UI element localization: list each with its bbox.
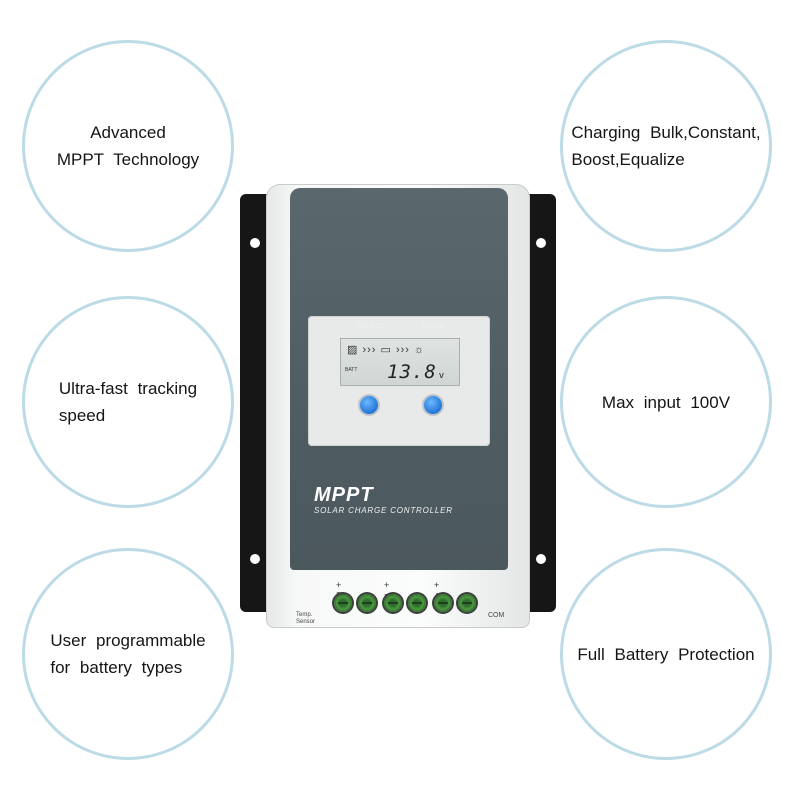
battery-negative-terminal[interactable] [408,594,426,612]
feature-battery-types: User programmable for battery types [22,548,234,760]
lcd-batt-label: BATT [345,367,358,373]
feature-advanced-mppt-line1: Advanced [90,123,166,142]
brand-subtitle: SOLAR CHARGE CONTROLLER [314,506,453,515]
feature-battery-protection-line1: Full Battery Protection [577,644,755,664]
feature-max-input-line1: Max input 100V [601,392,731,412]
battery-positive-terminal[interactable] [384,594,402,612]
pv-positive-terminal[interactable] [334,594,352,612]
feature-charging-stages-line2: Boost,Equalize [571,150,685,169]
feature-battery-protection: Full Battery Protection [560,548,772,760]
enter-button[interactable] [424,396,442,414]
enter-button-label: ENTER [422,324,445,330]
feature-tracking-speed-line2: speed [58,406,106,425]
lcd-status-icons: ▨ ››› ▭ ››› ☼ [347,344,426,356]
pv-negative-terminal[interactable] [358,594,376,612]
mounting-hole-icon [250,238,260,248]
load-positive-terminal[interactable] [434,594,452,612]
load-negative-terminal[interactable] [458,594,476,612]
feature-advanced-mppt: Advanced MPPT Technology [22,40,234,252]
feature-battery-types-line2: for battery types [50,658,183,677]
mounting-hole-icon [536,554,546,564]
feature-battery-types-line1: User programmable [50,631,206,650]
select-button-label: SELECT [358,324,385,330]
mounting-hole-icon [536,238,546,248]
temp-sensor-label-line1: Temp. [296,612,313,618]
brand-logo: MPPT [314,484,374,506]
lcd-voltage-unit: v [438,371,446,381]
feature-max-input: Max input 100V [560,296,772,508]
feature-advanced-mppt-line2: MPPT Technology [56,150,200,169]
com-port-label: COM [488,612,505,619]
lcd-voltage-value: 13.8 [387,361,437,383]
feature-charging-stages: Charging Bulk,Constant, Boost,Equalize [560,40,772,252]
feature-tracking-speed: Ultra-fast tracking speed [22,296,234,508]
temp-sensor-label: Temp. Sensor [296,612,315,626]
temp-sensor-label-line2: Sensor [296,619,316,625]
feature-tracking-speed-line1: Ultra-fast tracking [58,379,198,398]
select-button[interactable] [360,396,378,414]
feature-charging-stages-line1: Charging Bulk,Constant, [571,123,761,142]
mounting-hole-icon [250,554,260,564]
